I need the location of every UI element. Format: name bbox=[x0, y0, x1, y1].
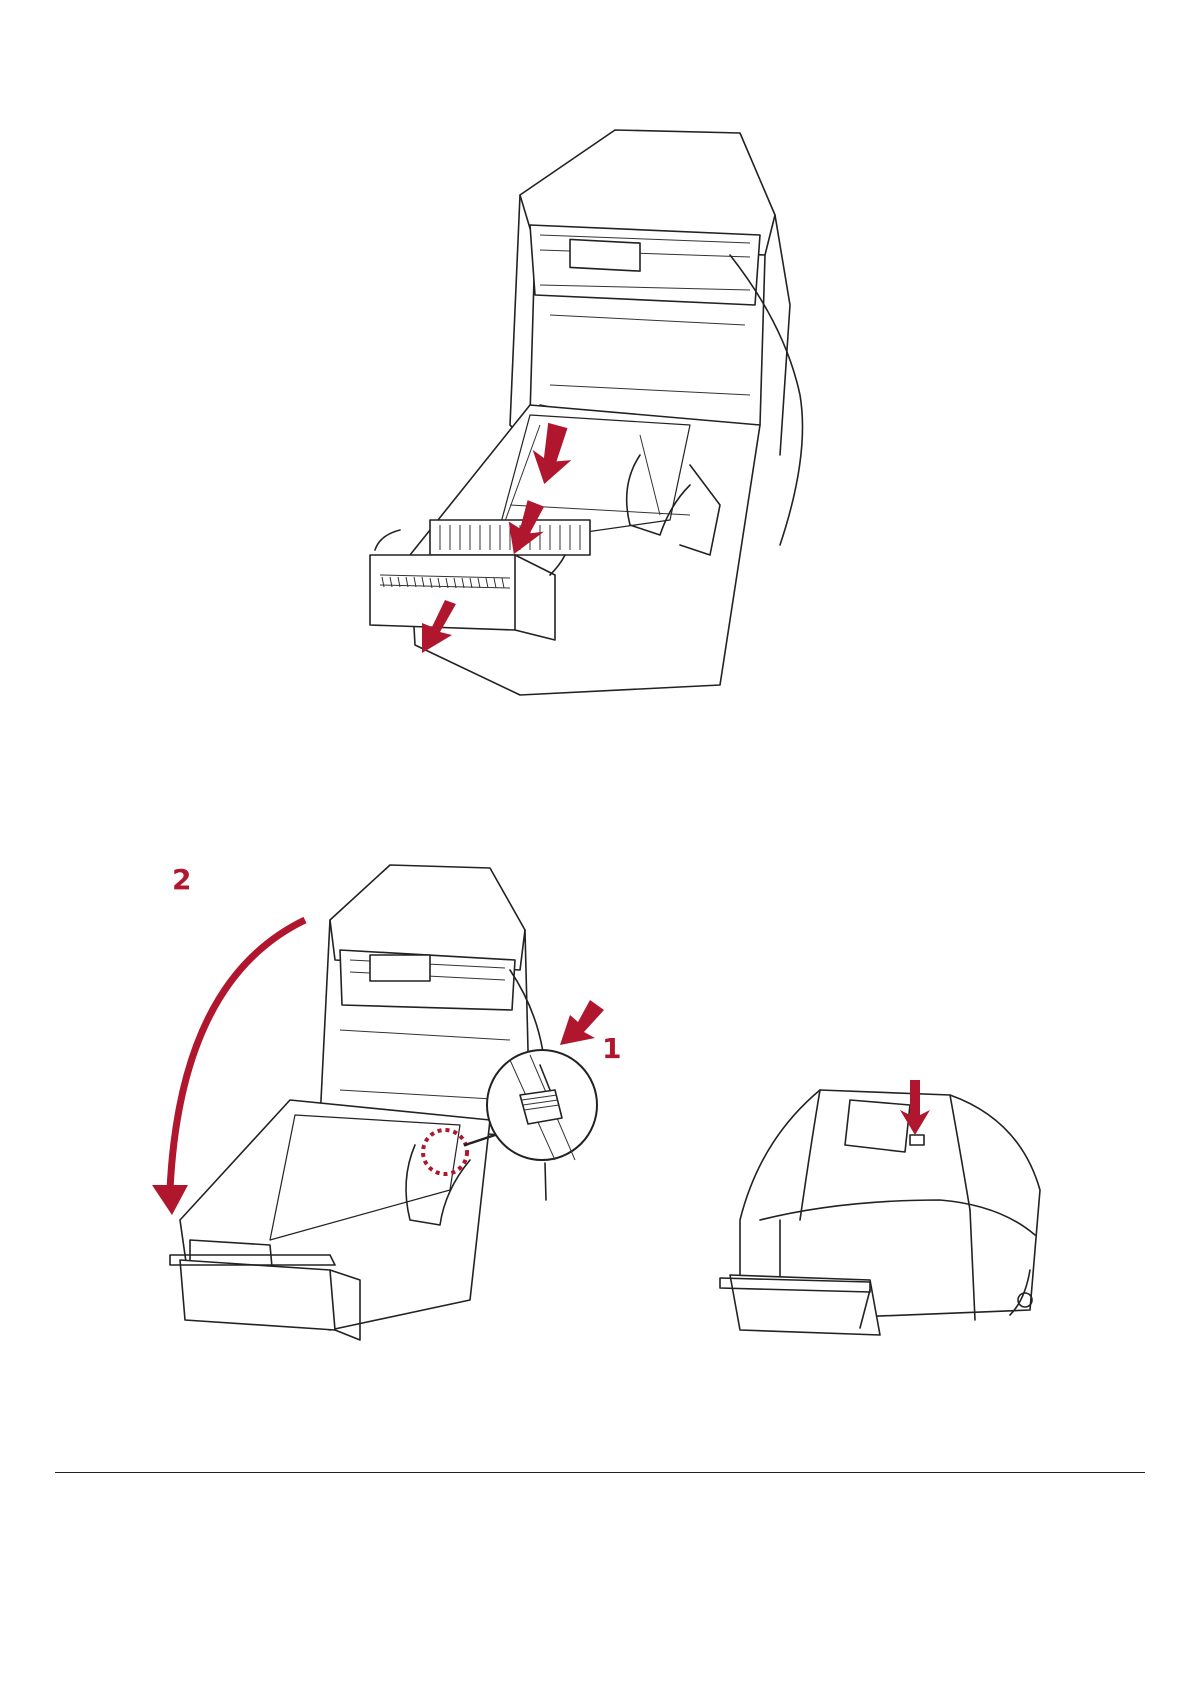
page-bottom-rule bbox=[55, 1472, 1145, 1473]
press-arrow-icon bbox=[560, 1000, 604, 1045]
step-1-number: 1 bbox=[602, 1032, 621, 1065]
step-2-number: 2 bbox=[172, 863, 191, 896]
printer-open-loading-figure bbox=[390, 125, 810, 715]
printer-close-cover-figure bbox=[160, 860, 680, 1380]
printer-closed-figure bbox=[720, 1060, 1050, 1360]
